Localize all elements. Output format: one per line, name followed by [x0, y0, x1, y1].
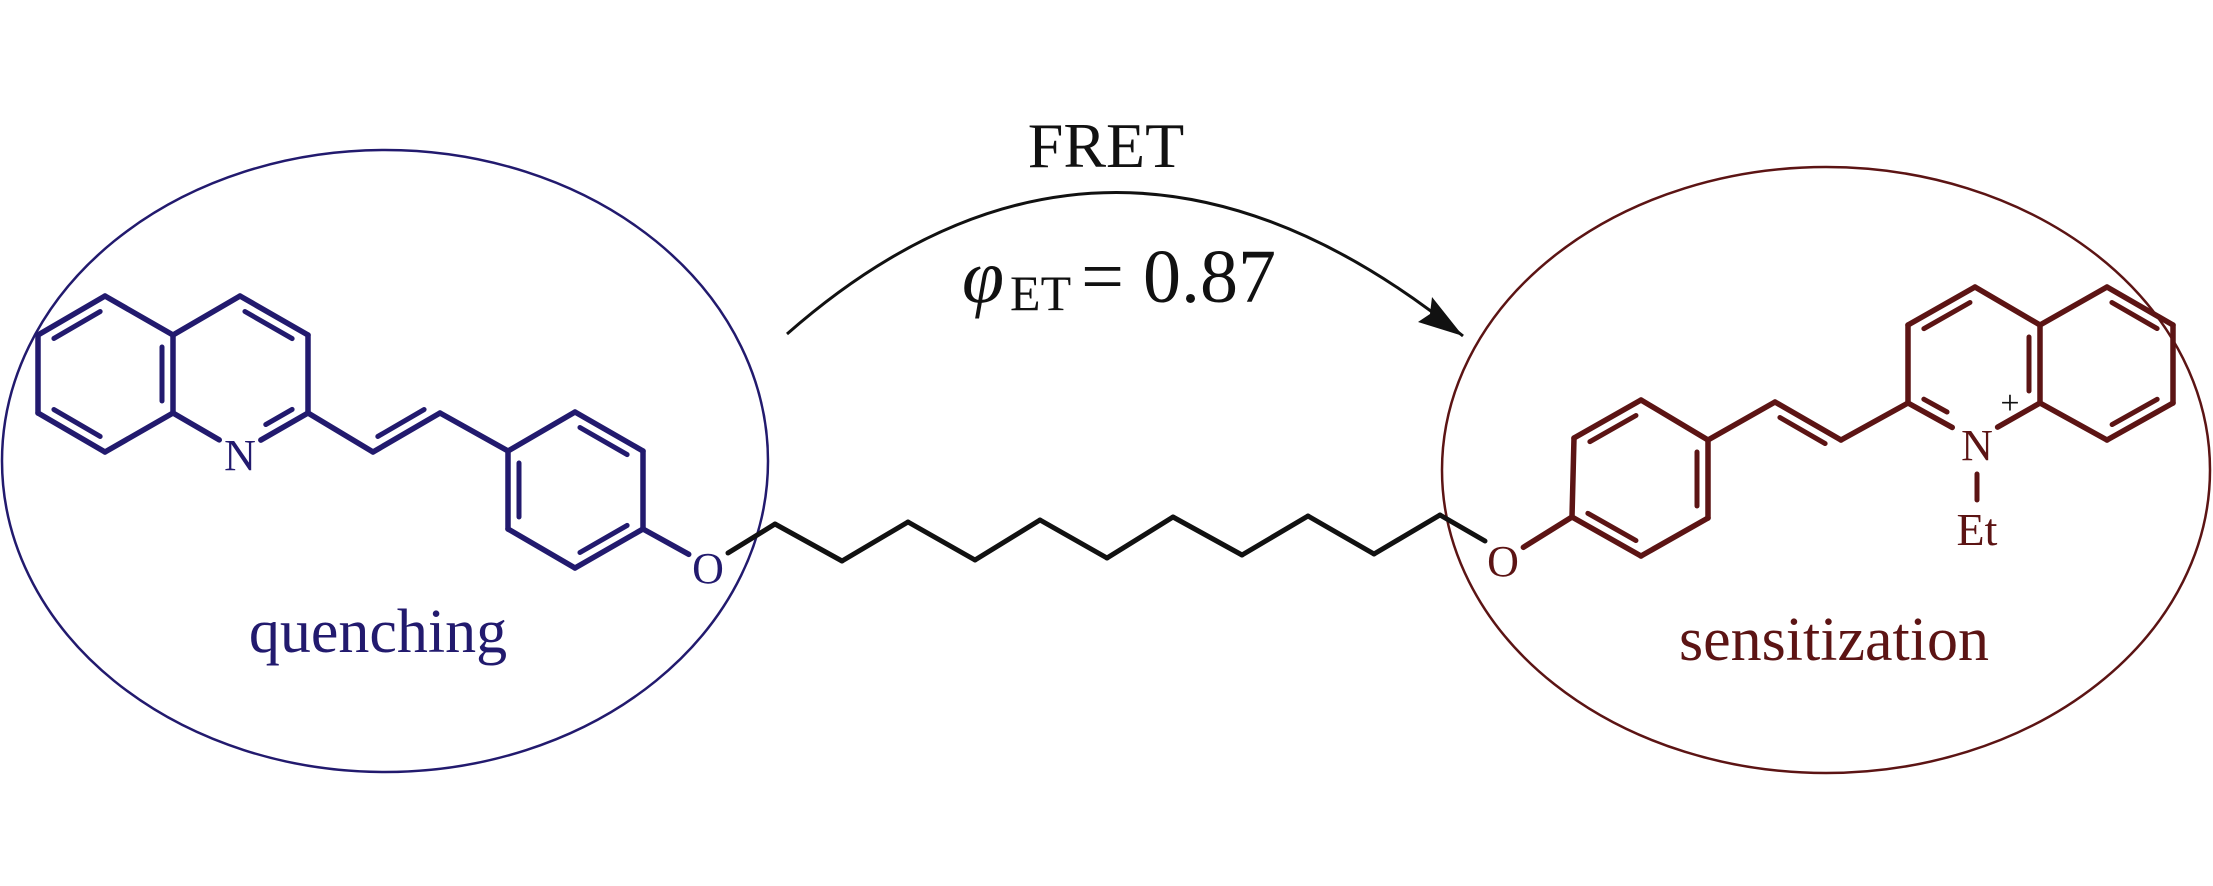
alkyl-linker: [725, 512, 1488, 564]
double-bond-line: [1587, 412, 1639, 445]
bond: [35, 293, 108, 338]
donor-ellipse: [0, 148, 770, 774]
efficiency-subscript: ET: [1010, 265, 1071, 321]
bond: [1638, 397, 1711, 443]
bond: [505, 526, 578, 571]
bond: [102, 410, 176, 455]
bond: [640, 526, 692, 558]
bond: [305, 410, 376, 455]
fret-arrowhead-icon: [1418, 297, 1463, 336]
chain-bond: [905, 519, 978, 563]
double-bond-line: [577, 425, 630, 458]
double-bond-line: [1777, 415, 1828, 447]
chain-bond: [1305, 513, 1377, 557]
acceptor-nitrogen: N: [1961, 421, 1993, 470]
bond: [505, 409, 578, 454]
bond: [1705, 399, 1778, 443]
bond: [2104, 400, 2176, 443]
efficiency-value: = 0.87: [1081, 235, 1276, 319]
chain-bond: [725, 521, 778, 556]
bond: [35, 410, 108, 455]
bond: [1569, 435, 1577, 520]
double-bond-line: [2109, 300, 2160, 332]
double-bond-line: [263, 406, 295, 428]
acceptor-charge: +: [2000, 385, 2019, 422]
acceptor-label: sensitization: [1679, 606, 1989, 674]
bond: [237, 293, 311, 338]
chain-bond: [1104, 514, 1176, 561]
chain-bond: [972, 517, 1043, 563]
bond: [572, 409, 646, 454]
double-bond-line: [1585, 510, 1639, 544]
donor-molecule: [35, 293, 692, 571]
acceptor-ellipse: [1440, 165, 2212, 775]
bond: [258, 410, 311, 443]
bond: [1972, 284, 2043, 328]
efficiency-symbol: φ: [962, 235, 1004, 319]
double-bond-line: [2109, 396, 2160, 428]
donor-nitrogen: N: [224, 431, 256, 480]
bond: [1638, 515, 1711, 559]
chain-bond: [1371, 512, 1443, 557]
bond: [170, 410, 223, 443]
double-bond-line: [51, 407, 103, 439]
chain-bond: [772, 521, 845, 564]
double-bond-line: [375, 407, 427, 439]
bond: [437, 410, 511, 454]
bond: [1905, 400, 1955, 431]
chain-bond: [1239, 513, 1311, 558]
bond: [572, 526, 646, 571]
donor-oxygen: O: [692, 544, 724, 593]
bond: [170, 293, 243, 338]
fret-arrow: [786, 191, 1464, 338]
bond: [1838, 400, 1911, 443]
fret-title: FRET: [1028, 110, 1184, 181]
bond: [1905, 284, 1978, 328]
donor-label: quenching: [249, 598, 507, 666]
double-bond-line: [51, 309, 103, 341]
double-bond-line: [577, 522, 630, 555]
acceptor-substituent: Et: [1957, 504, 1998, 555]
bond: [2104, 284, 2176, 328]
double-bond-line: [1921, 396, 1950, 415]
bond: [1994, 400, 2043, 430]
bond: [1520, 514, 1575, 551]
chain-bond: [839, 519, 911, 564]
bond: [2037, 284, 2110, 328]
chain-bond: [1170, 514, 1245, 558]
bond: [370, 410, 443, 455]
bond: [1571, 397, 1644, 441]
bond: [1772, 399, 1844, 443]
double-bond-line: [1921, 299, 1973, 332]
chain-bond: [1037, 517, 1110, 561]
double-bond-line: [242, 309, 295, 342]
bond: [2037, 400, 2110, 443]
bond: [102, 293, 176, 338]
chain-bond: [1437, 512, 1488, 544]
acceptor-molecule: [1520, 284, 2176, 559]
bond: [1569, 514, 1644, 559]
acceptor-oxygen: O: [1487, 537, 1519, 586]
